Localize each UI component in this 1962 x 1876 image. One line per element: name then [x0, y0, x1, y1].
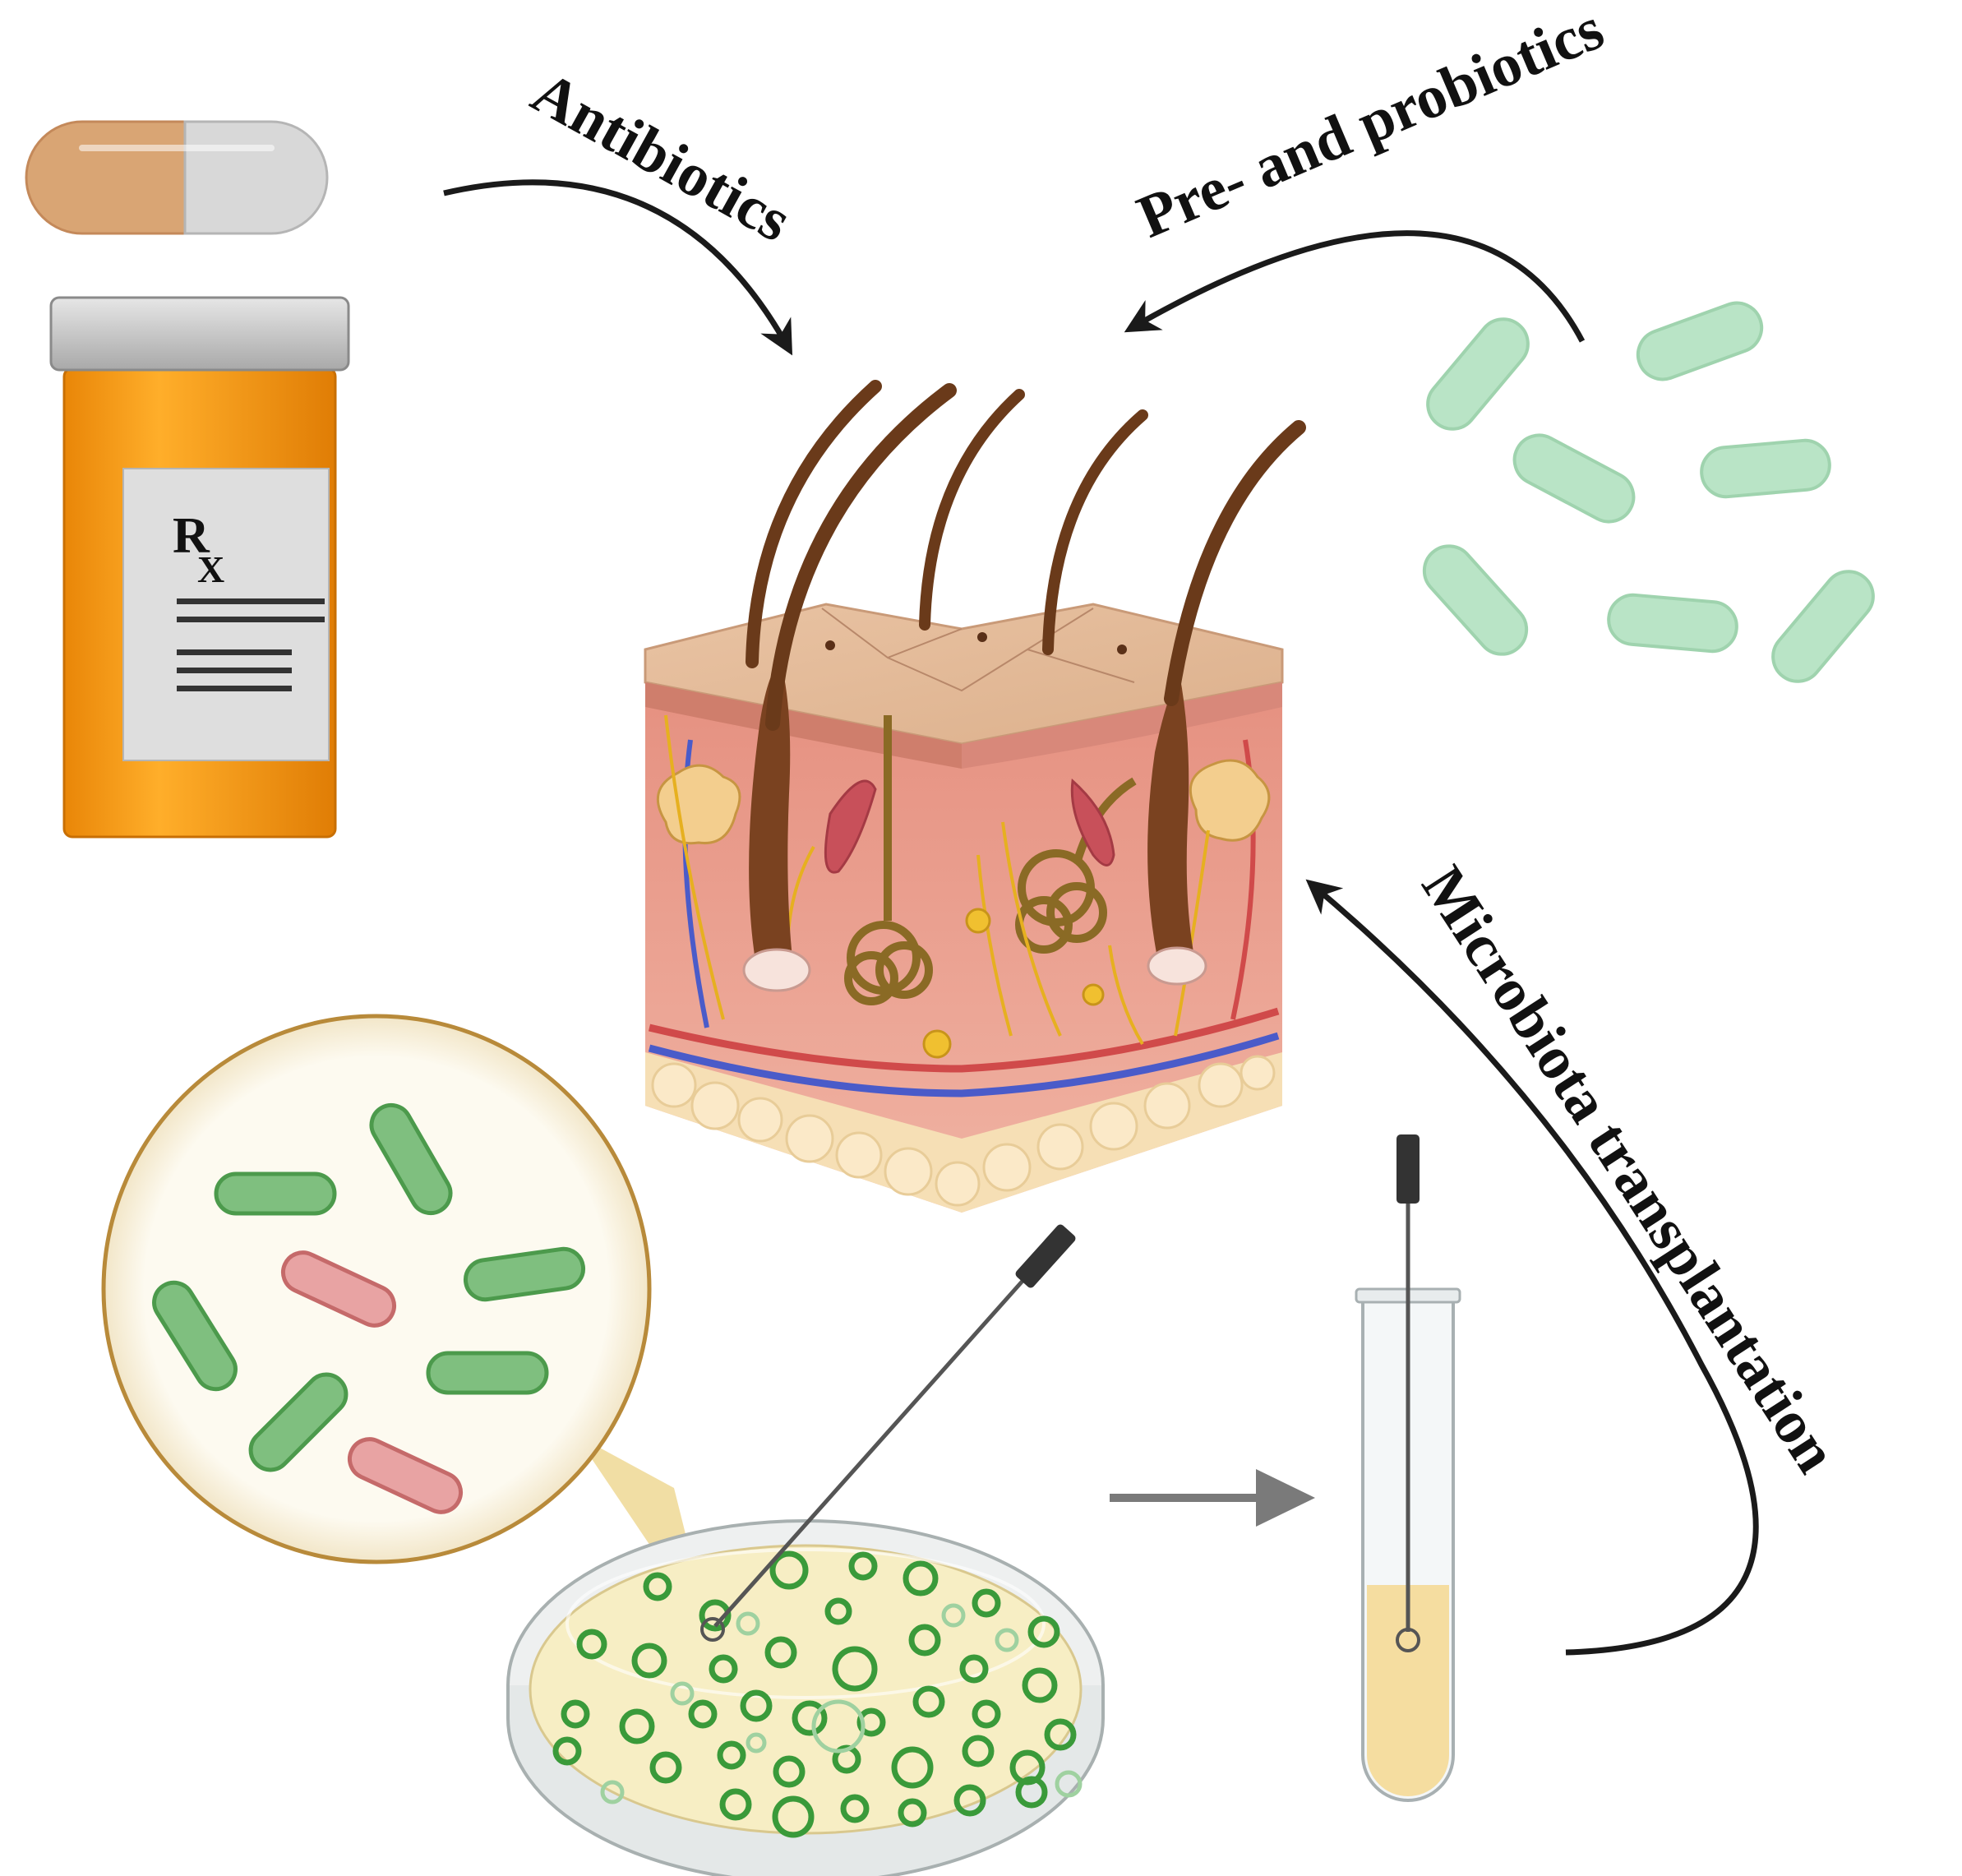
- probiotics-arrow: [1124, 230, 1586, 343]
- good-bacterium: [248, 1372, 349, 1472]
- rx-x-text: X: [197, 548, 224, 590]
- antibiotics-arrow: [443, 179, 793, 356]
- good-bacterium: [426, 1351, 549, 1395]
- arrector-muscle: [824, 779, 877, 874]
- probiotic-bacterium: [1636, 301, 1764, 381]
- probiotic-bacterium: [1771, 570, 1875, 683]
- hair-shafts: [746, 380, 1306, 731]
- bad-bacterium: [347, 1437, 464, 1514]
- pill-bottle-icon: R X: [49, 296, 350, 839]
- microbiota-arrow: [1305, 879, 1759, 1656]
- capsule-icon: [25, 120, 329, 235]
- inoculation-loop: [700, 1224, 1076, 1642]
- arrector-muscle: [1070, 778, 1115, 866]
- probiotic-bacterium: [1512, 433, 1636, 524]
- sebaceous-gland: [656, 764, 741, 845]
- good-bacterium: [369, 1102, 453, 1216]
- petri-dish: [506, 1519, 1105, 1876]
- probiotic-bacteria-group: [1422, 301, 1875, 683]
- good-bacterium: [214, 1171, 337, 1216]
- probiotic-bacterium: [1607, 593, 1738, 654]
- hair-follicle: [1147, 674, 1196, 977]
- hair-follicle: [749, 662, 793, 977]
- good-bacterium: [152, 1280, 238, 1392]
- sebaceous-gland: [1189, 759, 1271, 842]
- probiotics-label: Pre- and probiotics: [1129, 0, 1613, 252]
- antibiotics-label: Antibiotics: [521, 58, 802, 255]
- rx-r-text: R: [173, 508, 210, 564]
- loop-handle: [1396, 1134, 1420, 1204]
- transfer-arrow: [1110, 1469, 1315, 1527]
- bad-bacterium: [280, 1250, 397, 1328]
- magnified-bacteria-view: [101, 1014, 652, 1564]
- probiotic-bacterium: [1700, 438, 1831, 499]
- microbiota-label: Microbiota transplantation: [1409, 855, 1850, 1485]
- probiotic-bacterium: [1422, 544, 1529, 656]
- good-bacterium: [463, 1246, 586, 1302]
- test-tube: [1355, 1134, 1461, 1802]
- probiotic-bacterium: [1426, 317, 1530, 431]
- skin-cross-section: [644, 603, 1284, 1213]
